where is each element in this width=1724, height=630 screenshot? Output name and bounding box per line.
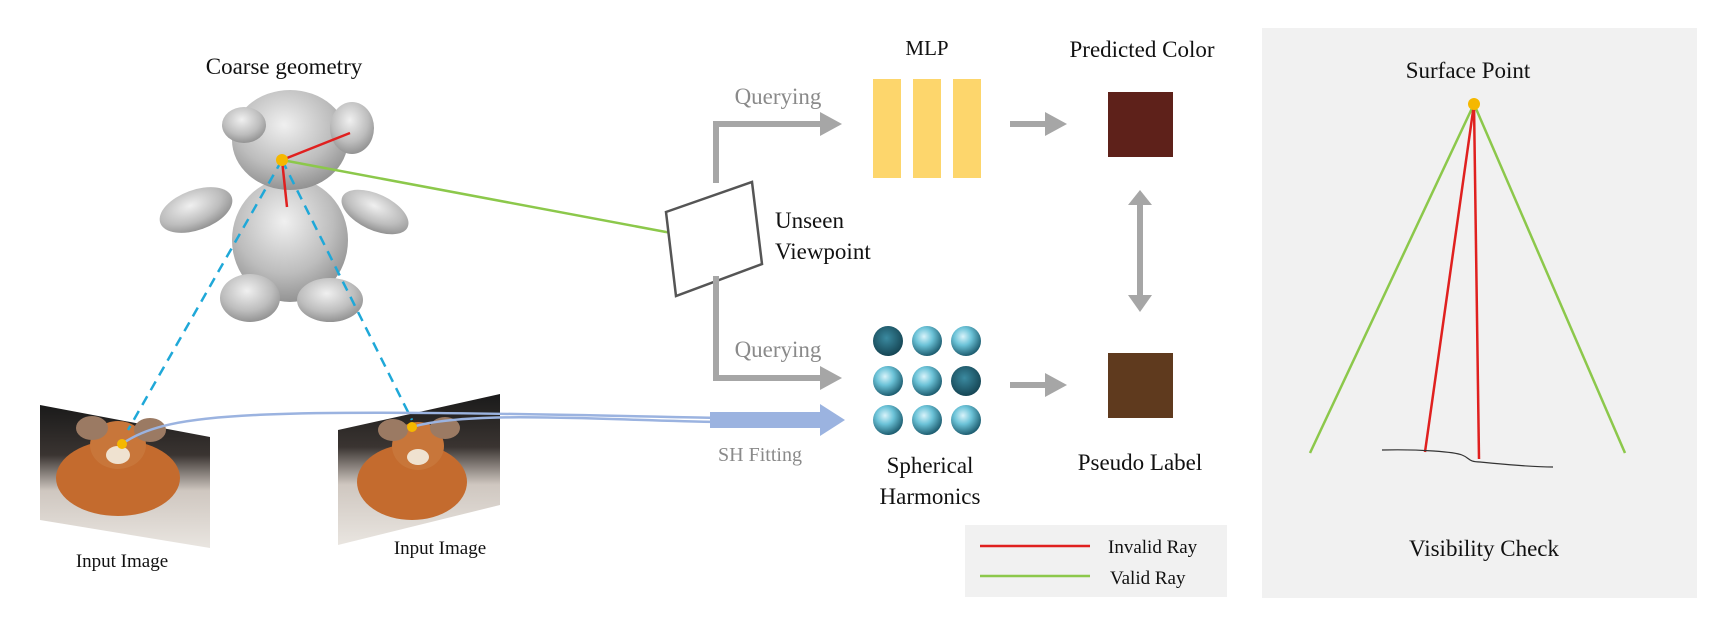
unseen-viewpoint-label-2: Viewpoint xyxy=(775,239,871,264)
legend-invalid-label: Invalid Ray xyxy=(1108,537,1198,558)
projection-line-left xyxy=(126,159,284,431)
surface-point-title: Surface Point xyxy=(1406,58,1531,83)
query-bottom-arrowhead xyxy=(820,366,842,390)
sh-label-2: Harmonics xyxy=(880,484,981,509)
coarse-geometry-title: Coarse geometry xyxy=(206,54,363,79)
sh-fitting-curve-right xyxy=(411,416,721,429)
valid-ray-right xyxy=(1472,103,1627,454)
valid-ray-left xyxy=(1308,103,1476,454)
visibility-panel xyxy=(1262,28,1697,598)
input-image-left-label: Input Image xyxy=(76,551,168,572)
mesh-surface-point xyxy=(276,154,288,166)
sh-label-1: Spherical xyxy=(887,453,974,478)
projection-line-right xyxy=(280,159,414,421)
pseudo-label-title: Pseudo Label xyxy=(1078,450,1203,475)
sh-fitting-label: SH Fitting xyxy=(718,444,802,466)
legend-valid-label: Valid Ray xyxy=(1110,568,1186,589)
compare-arrow-down xyxy=(1128,295,1152,312)
sh-fitting-curve-left xyxy=(121,411,721,446)
mlp-layer-3 xyxy=(953,79,981,178)
input-image-right-label: Input Image xyxy=(394,538,486,559)
querying-top-label: Querying xyxy=(735,84,822,109)
coarse-geometry-mesh xyxy=(159,90,409,322)
invalid-ray-right xyxy=(1472,103,1481,460)
unseen-viewpoint-plane xyxy=(664,180,764,298)
input-left-point xyxy=(117,439,127,449)
query-branch-bottom xyxy=(713,276,832,382)
sh-to-pseudo-arrowhead xyxy=(1045,373,1067,397)
predicted-color-swatch xyxy=(1108,92,1173,157)
input-image-left xyxy=(40,405,210,548)
legend-box xyxy=(965,525,1227,597)
surface-curve xyxy=(1381,449,1554,468)
spherical-harmonics-grid xyxy=(873,326,981,435)
visibility-caption: Visibility Check xyxy=(1409,536,1560,561)
unseen-viewpoint-label-1: Unseen xyxy=(775,208,844,233)
surface-point-dot xyxy=(1468,98,1480,110)
mesh-valid-ray xyxy=(281,158,667,234)
mesh-invalid-ray-b xyxy=(280,159,289,208)
mesh-invalid-ray-a xyxy=(281,131,351,162)
query-top-arrowhead xyxy=(820,112,842,136)
invalid-ray-left xyxy=(1423,103,1476,453)
mlp-layer-2 xyxy=(913,79,941,178)
sh-fitting-arrow[interactable] xyxy=(710,404,845,436)
query-branch-top xyxy=(713,120,832,183)
input-right-point xyxy=(407,422,417,432)
pseudo-label-swatch xyxy=(1108,353,1173,418)
input-image-right xyxy=(338,394,500,545)
compare-arrow-up xyxy=(1128,190,1152,205)
predicted-color-title: Predicted Color xyxy=(1070,37,1215,62)
querying-bottom-label: Querying xyxy=(735,337,822,362)
mlp-layer-1 xyxy=(873,79,901,178)
mlp-title: MLP xyxy=(905,36,948,60)
mlp-to-predicted-arrowhead xyxy=(1045,112,1067,136)
